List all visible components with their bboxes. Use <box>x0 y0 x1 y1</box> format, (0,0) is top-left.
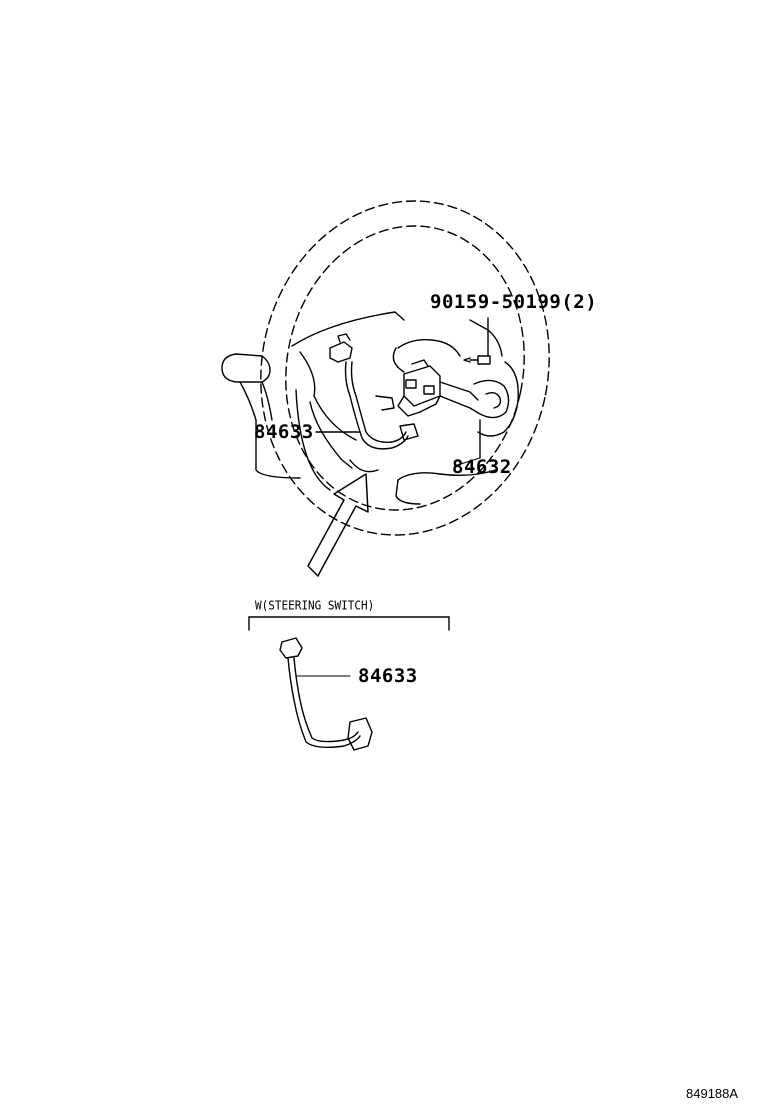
wire-harness-main <box>315 333 419 450</box>
callout-switch-assembly[interactable]: 84632 <box>452 456 512 478</box>
view-arrow <box>307 473 369 577</box>
detail-view-label: W(STEERING SWITCH) <box>255 597 375 613</box>
screw-part <box>463 317 491 365</box>
detail-view-bracket <box>248 616 450 631</box>
wire-harness-detail <box>279 637 373 751</box>
callout-harness-main[interactable]: 84633 <box>254 421 314 443</box>
steering-wheel-rim <box>260 200 550 536</box>
callout-harness-detail[interactable]: 84633 <box>358 665 418 687</box>
switch-assembly-part <box>397 359 510 459</box>
illustration-code: 849188A <box>686 1086 739 1101</box>
callout-screw[interactable]: 90159-50199(2) <box>430 291 598 313</box>
steering-column <box>221 353 331 491</box>
